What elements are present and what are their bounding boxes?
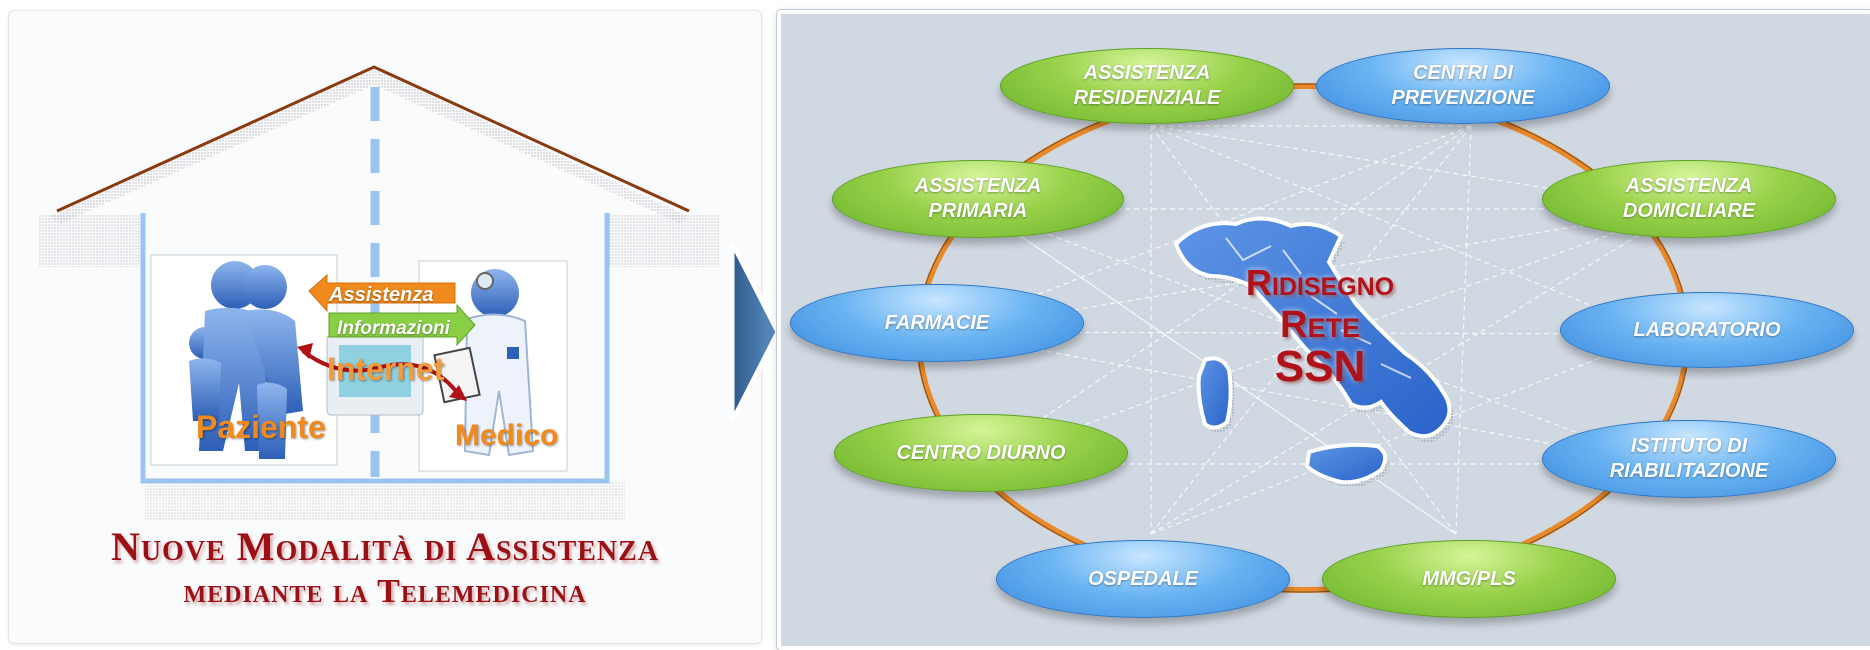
assistenza-arrow-label: Assistenza xyxy=(329,284,434,306)
node-label-line1: CENTRO DIURNO xyxy=(896,441,1066,464)
node-label-line1: LABORATORIO xyxy=(1633,318,1781,341)
node-label-line2: DOMICILIARE xyxy=(1622,200,1756,222)
node-istituto-riabilitazione: ISTITUTO DI RIABILITAZIONE xyxy=(1542,420,1836,498)
node-farmacie: FARMACIE xyxy=(790,284,1084,362)
telemedicine-title-line2: mediante la Telemedicina xyxy=(183,573,587,610)
node-label-line1: FARMACIE xyxy=(884,311,990,334)
node-assistenza-primaria: ASSISTENZA PRIMARIA xyxy=(832,160,1124,238)
medico-label: Medico xyxy=(455,419,559,452)
internet-label: Internet xyxy=(327,351,445,387)
node-label-line1: ASSISTENZA xyxy=(914,175,1042,197)
node-label-line2: RESIDENZIALE xyxy=(1073,87,1221,109)
house-illustration xyxy=(39,65,719,521)
node-label-line1: ASSISTENZA xyxy=(1625,175,1753,197)
node-label-line2: PRIMARIA xyxy=(928,200,1028,222)
doctor-figure xyxy=(433,269,535,457)
telemedicine-title-line1: Nuove Modalità di Assistenza xyxy=(110,524,660,569)
patient-figure xyxy=(189,261,303,459)
node-centro-diurno: CENTRO DIURNO xyxy=(834,414,1128,492)
node-label-line1: ASSISTENZA xyxy=(1083,62,1211,84)
center-title-line3: SSN xyxy=(1274,342,1366,391)
paziente-label: Paziente xyxy=(196,409,326,445)
node-label-line1: MMG/PLS xyxy=(1422,567,1516,590)
informazioni-arrow-label: Informazioni xyxy=(337,318,450,339)
node-centri-prevenzione: CENTRI DI PREVENZIONE xyxy=(1316,48,1610,124)
node-laboratorio: LABORATORIO xyxy=(1560,292,1854,368)
node-label-line2: RIABILITAZIONE xyxy=(1609,460,1769,482)
node-ospedale: OSPEDALE xyxy=(996,540,1290,618)
node-mmg-pls: MMG/PLS xyxy=(1322,540,1616,618)
center-title-line2: Rete xyxy=(1280,304,1360,346)
node-assistenza-residenziale: ASSISTENZA RESIDENZIALE xyxy=(1000,48,1294,124)
node-label-line1: OSPEDALE xyxy=(1087,567,1199,590)
center-title-line1: Ridisegno xyxy=(1245,262,1395,303)
node-label-line1: CENTRI DI xyxy=(1412,62,1513,84)
italy-map xyxy=(1173,216,1454,488)
node-assistenza-domiciliare: ASSISTENZA DOMICILIARE xyxy=(1542,160,1836,238)
telemedicine-panel: Assistenza Informazioni Internet Pazient… xyxy=(8,10,762,644)
transition-arrow-icon xyxy=(729,240,781,424)
node-label-line2: PREVENZIONE xyxy=(1391,87,1535,109)
node-label-line1: ISTITUTO DI xyxy=(1630,435,1748,457)
ridisegno-rete-ssn-title: Ridisegno Rete SSN xyxy=(1180,262,1460,391)
